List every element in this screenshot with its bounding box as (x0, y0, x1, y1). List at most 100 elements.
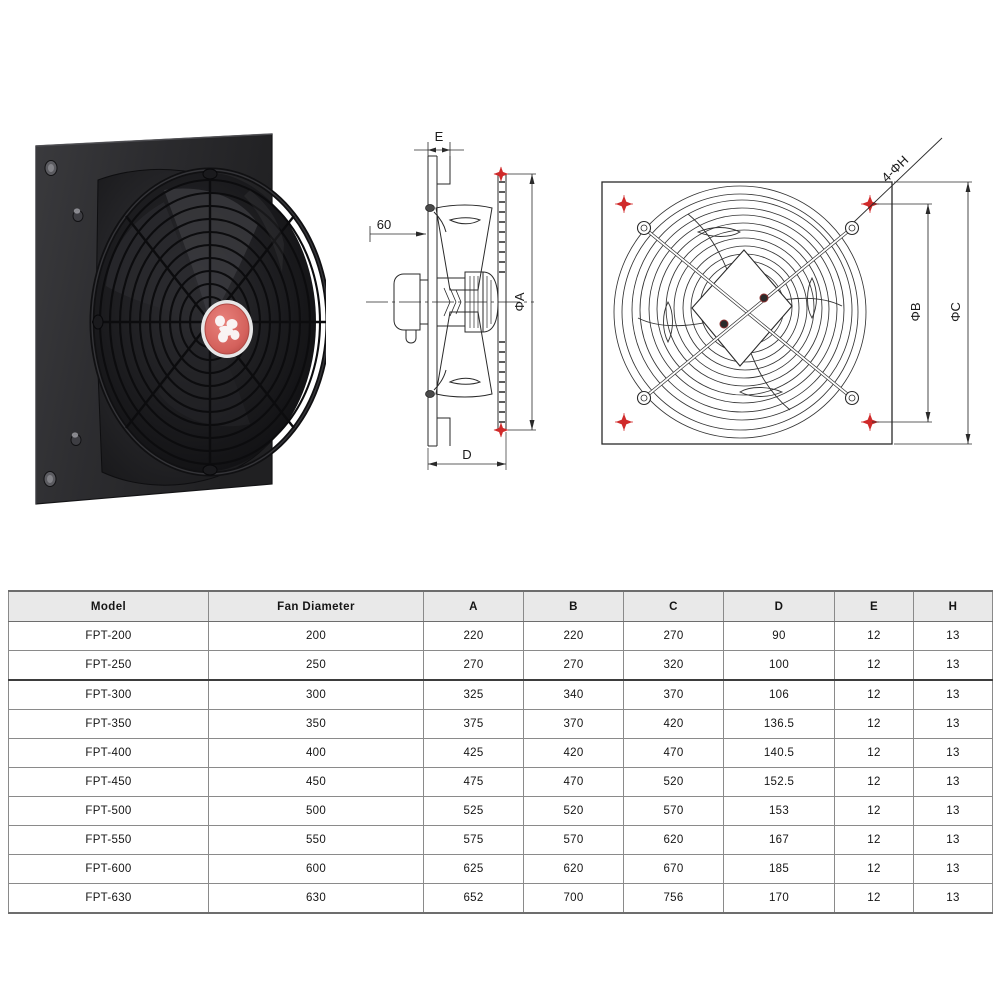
dimension-phi-a: ΦA (508, 173, 536, 431)
cell-b: 340 (523, 679, 624, 710)
cell-b: 270 (523, 650, 624, 681)
cell-d: 153 (723, 796, 835, 826)
cell-model: FPT-300 (8, 679, 209, 710)
cell-h: 13 (913, 621, 993, 651)
column-header-c: C (623, 590, 724, 622)
cell-h: 13 (913, 883, 993, 914)
cell-model: FPT-550 (8, 825, 209, 855)
cell-d: 100 (723, 650, 835, 681)
cell-a: 220 (423, 621, 524, 651)
cell-d: 136.5 (723, 709, 835, 739)
cell-model: FPT-350 (8, 709, 209, 739)
cell-c: 320 (623, 650, 724, 681)
cell-a: 270 (423, 650, 524, 681)
mounting-hole-marker-bottom-left (615, 413, 633, 431)
cell-d: 167 (723, 825, 835, 855)
dimension-phi-a-label: ΦA (512, 292, 527, 311)
cell-c: 270 (623, 621, 724, 651)
cell-c: 470 (623, 738, 724, 768)
table-header-row: Model Fan Diameter A B C D E H (8, 590, 993, 622)
cell-h: 13 (913, 679, 993, 710)
cell-diameter: 450 (208, 767, 424, 797)
mounting-flange-profile (425, 155, 451, 447)
cell-d: 152.5 (723, 767, 835, 797)
cell-a: 652 (423, 883, 524, 914)
blade-section-profile (435, 204, 493, 398)
mounting-hole-marker-top-left (615, 195, 633, 213)
cell-h: 13 (913, 825, 993, 855)
cell-c: 756 (623, 883, 724, 914)
cell-d: 185 (723, 854, 835, 884)
cell-b: 420 (523, 738, 624, 768)
column-header-d: D (723, 590, 835, 622)
dimension-e: E (414, 129, 464, 158)
cell-diameter: 600 (208, 854, 424, 884)
guard-support-struts (636, 220, 860, 406)
mounting-panel-outline (601, 181, 893, 445)
cell-b: 520 (523, 796, 624, 826)
product-photo (14, 132, 326, 510)
callout-4-phi-h-label: 4-ΦH (878, 152, 911, 185)
cell-c: 420 (623, 709, 724, 739)
cell-e: 12 (834, 767, 914, 797)
dimension-phi-b: ΦB (872, 203, 932, 423)
cell-model: FPT-500 (8, 796, 209, 826)
cell-e: 12 (834, 825, 914, 855)
cell-h: 13 (913, 709, 993, 739)
cell-diameter: 500 (208, 796, 424, 826)
cell-d: 140.5 (723, 738, 835, 768)
cell-a: 325 (423, 679, 524, 710)
cell-d: 106 (723, 679, 835, 710)
cell-b: 470 (523, 767, 624, 797)
cell-diameter: 350 (208, 709, 424, 739)
manufacturer-logo-badge (201, 300, 253, 358)
cell-e: 12 (834, 621, 914, 651)
cell-h: 13 (913, 854, 993, 884)
cell-c: 670 (623, 854, 724, 884)
column-header-b: B (523, 590, 624, 622)
cell-diameter: 400 (208, 738, 424, 768)
cell-e: 12 (834, 796, 914, 826)
dimension-d-label: D (462, 447, 471, 462)
cell-a: 475 (423, 767, 524, 797)
cell-c: 570 (623, 796, 724, 826)
cell-e: 12 (834, 738, 914, 768)
cell-model: FPT-630 (8, 883, 209, 914)
cell-model: FPT-600 (8, 854, 209, 884)
cell-e: 12 (834, 709, 914, 739)
cell-a: 575 (423, 825, 524, 855)
dimension-e-label: E (435, 129, 444, 144)
cell-a: 425 (423, 738, 524, 768)
cell-a: 625 (423, 854, 524, 884)
cell-a: 525 (423, 796, 524, 826)
flange-bolt (425, 204, 435, 398)
column-header-model: Model (8, 590, 209, 622)
guard-fixing-tab (202, 464, 218, 476)
column-header-a: A (423, 590, 524, 622)
front-elevation-view: 4-ΦH ΦB ΦC (580, 126, 996, 472)
cell-b: 700 (523, 883, 624, 914)
cell-b: 370 (523, 709, 624, 739)
cell-b: 570 (523, 825, 624, 855)
cell-e: 12 (834, 679, 914, 710)
dimension-phi-c: ΦC (894, 181, 972, 445)
cell-h: 13 (913, 796, 993, 826)
cell-diameter: 300 (208, 679, 424, 710)
motor-housing-profile (393, 271, 499, 344)
cell-diameter: 550 (208, 825, 424, 855)
cell-c: 370 (623, 679, 724, 710)
cell-c: 520 (623, 767, 724, 797)
cell-e: 12 (834, 650, 914, 681)
guard-fixing-tab (202, 168, 218, 180)
cell-model: FPT-400 (8, 738, 209, 768)
cell-diameter: 630 (208, 883, 424, 914)
